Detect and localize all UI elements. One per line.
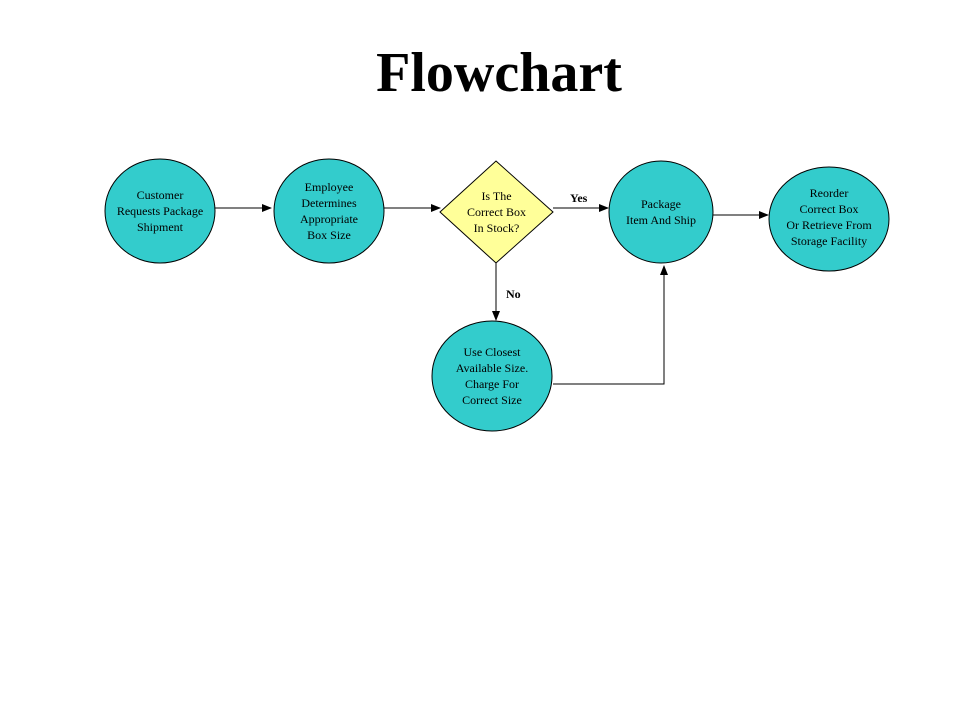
node-label-box-in-stock: Is The Correct Box In Stock? — [467, 189, 526, 235]
node-employee-determines — [273, 158, 385, 264]
node-label-customer-request: Customer Requests Package Shipment — [116, 188, 204, 234]
edge-label-yes: Yes — [570, 191, 588, 205]
node-label-reorder-box: Reorder Correct Box Or Retrieve From Sto… — [786, 186, 872, 248]
node-label-employee-determines: Employee Determines Appropriate Box Size — [300, 180, 358, 242]
node-label-use-closest: Use Closest Available Size. Charge For C… — [455, 345, 529, 407]
edge-label-no: No — [506, 287, 521, 301]
node-customer-request — [104, 158, 216, 264]
node-box-in-stock-decision — [439, 160, 554, 264]
edge-closest-to-package — [553, 265, 668, 385]
node-label-package-ship: Package Item And Ship — [625, 197, 696, 227]
page-title: Flowchart — [376, 42, 622, 104]
node-use-closest — [431, 320, 553, 432]
node-reorder-box — [768, 166, 890, 272]
node-package-ship — [608, 160, 714, 264]
